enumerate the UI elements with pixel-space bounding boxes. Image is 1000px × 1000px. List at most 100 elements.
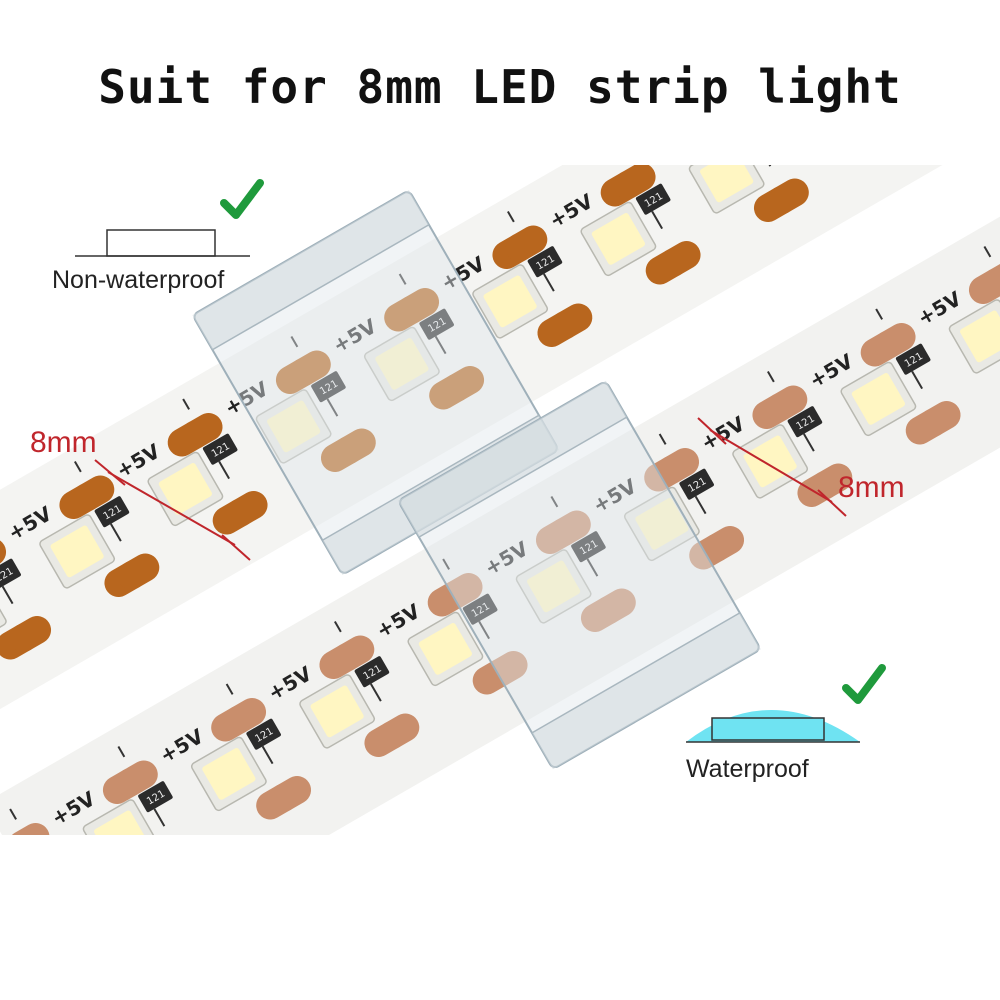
led-chip-face	[202, 748, 256, 800]
copper-pad	[593, 588, 636, 625]
copper-pad	[766, 178, 809, 215]
copper-pad	[9, 615, 52, 652]
copper-pad	[397, 288, 440, 325]
resistor	[571, 531, 606, 563]
cut-mark	[759, 165, 772, 167]
copper-pad	[717, 95, 769, 141]
cut-mark	[333, 620, 342, 633]
cut-mark	[225, 683, 234, 695]
resistor-code: 121	[968, 3, 990, 22]
copper-pad	[870, 111, 922, 157]
non-waterproof-badge: Non-waterproof	[52, 179, 264, 294]
led-unit: 121 +5V	[814, 0, 1000, 157]
resistor	[635, 183, 671, 215]
width-dimension-left	[94, 459, 251, 561]
led-unit: 121+5V	[288, 295, 472, 465]
cut-mark	[869, 86, 879, 103]
cut-mark	[803, 433, 815, 452]
cut-mark	[326, 398, 339, 417]
resistor	[0, 558, 21, 590]
width-label-left: 8mm	[30, 426, 97, 459]
copper-pad	[702, 525, 745, 562]
cut-mark	[694, 495, 707, 515]
cut-mark	[109, 523, 122, 542]
copper-pad	[657, 448, 700, 485]
copper-pad	[156, 833, 208, 879]
waterproof-dome-profile-icon	[686, 710, 860, 743]
cut-mark	[153, 808, 166, 827]
cut-mark	[434, 335, 447, 355]
resistor	[852, 58, 888, 90]
width-label-right: 8mm	[838, 471, 905, 504]
copper-pad	[981, 260, 1000, 297]
cut-mark	[1, 585, 14, 605]
copper-pad	[442, 365, 485, 402]
led-chip-face	[635, 498, 689, 550]
resistor	[895, 343, 931, 375]
resistor	[94, 496, 130, 528]
copper-pad	[269, 775, 312, 812]
led-chip-face	[50, 525, 104, 578]
copper-pad	[224, 698, 267, 735]
resistor	[138, 781, 173, 813]
resistor-code: 121	[859, 66, 881, 85]
cut-mark	[261, 745, 274, 765]
led-chip-face	[483, 275, 537, 328]
pad-voltage-label: +5V	[870, 1, 922, 45]
led-chip-face	[591, 213, 645, 265]
cut-mark	[117, 745, 126, 758]
cut-mark	[767, 370, 775, 383]
cut-mark	[875, 308, 883, 320]
resistor	[311, 371, 346, 403]
copper-pad	[965, 56, 1000, 102]
copper-pad	[704, 103, 756, 149]
cut-mark	[478, 620, 490, 640]
copper-pad	[333, 428, 376, 465]
headline: Suit for 8mm LED strip light	[98, 60, 902, 114]
copper-pad	[72, 475, 115, 512]
led-chip-face	[267, 400, 321, 453]
copper-pad	[548, 510, 591, 547]
checkmark-icon	[220, 179, 264, 219]
copper-pad	[7, 823, 50, 835]
copper-pad	[857, 118, 909, 164]
cut-mark	[983, 245, 992, 258]
copper-pad	[143, 841, 195, 887]
led-unit: 121+5V	[981, 245, 1000, 297]
waterproof-badge: Waterproof	[686, 664, 886, 783]
copper-pad	[48, 896, 100, 942]
resistor-code: 121	[751, 128, 773, 147]
cut-mark	[658, 433, 667, 445]
led-strip-right: 121+5V121+5V121+5V121+5V121+5V121+5V121+…	[0, 165, 1000, 942]
copper-pad	[613, 165, 656, 200]
copper-pad	[485, 650, 528, 687]
led-chip-face	[915, 24, 970, 78]
pad-voltage-label: +5V	[653, 126, 705, 170]
resistor	[743, 121, 779, 153]
resistor	[419, 308, 454, 340]
copper-pad	[117, 553, 160, 590]
cut-mark	[182, 398, 190, 410]
copper-pad	[505, 225, 548, 262]
width-dimension-right	[697, 417, 847, 517]
copper-pad	[377, 713, 420, 750]
led-chip-face	[851, 373, 905, 425]
copper-pad	[658, 240, 701, 277]
flat-strip-profile-icon	[75, 229, 250, 257]
led-chip-face	[94, 810, 148, 835]
copper-pad	[873, 323, 916, 360]
led-chip-face	[527, 560, 581, 613]
cut-mark	[442, 558, 450, 570]
copper-pad	[918, 400, 961, 437]
led-unit: 121+5V	[224, 643, 407, 812]
clear-connector-right	[397, 380, 761, 770]
resistor	[787, 406, 823, 438]
led-strip-left: 121+5V121+5V121+5V121+5V121+5V121+5V121+…	[0, 0, 1000, 813]
cut-mark	[911, 370, 923, 390]
pad-voltage-label: +5V	[762, 64, 814, 108]
copper-pad	[180, 413, 223, 450]
copper-pad	[288, 350, 331, 387]
led-chip-face	[375, 338, 429, 390]
cut-mark	[9, 808, 17, 820]
